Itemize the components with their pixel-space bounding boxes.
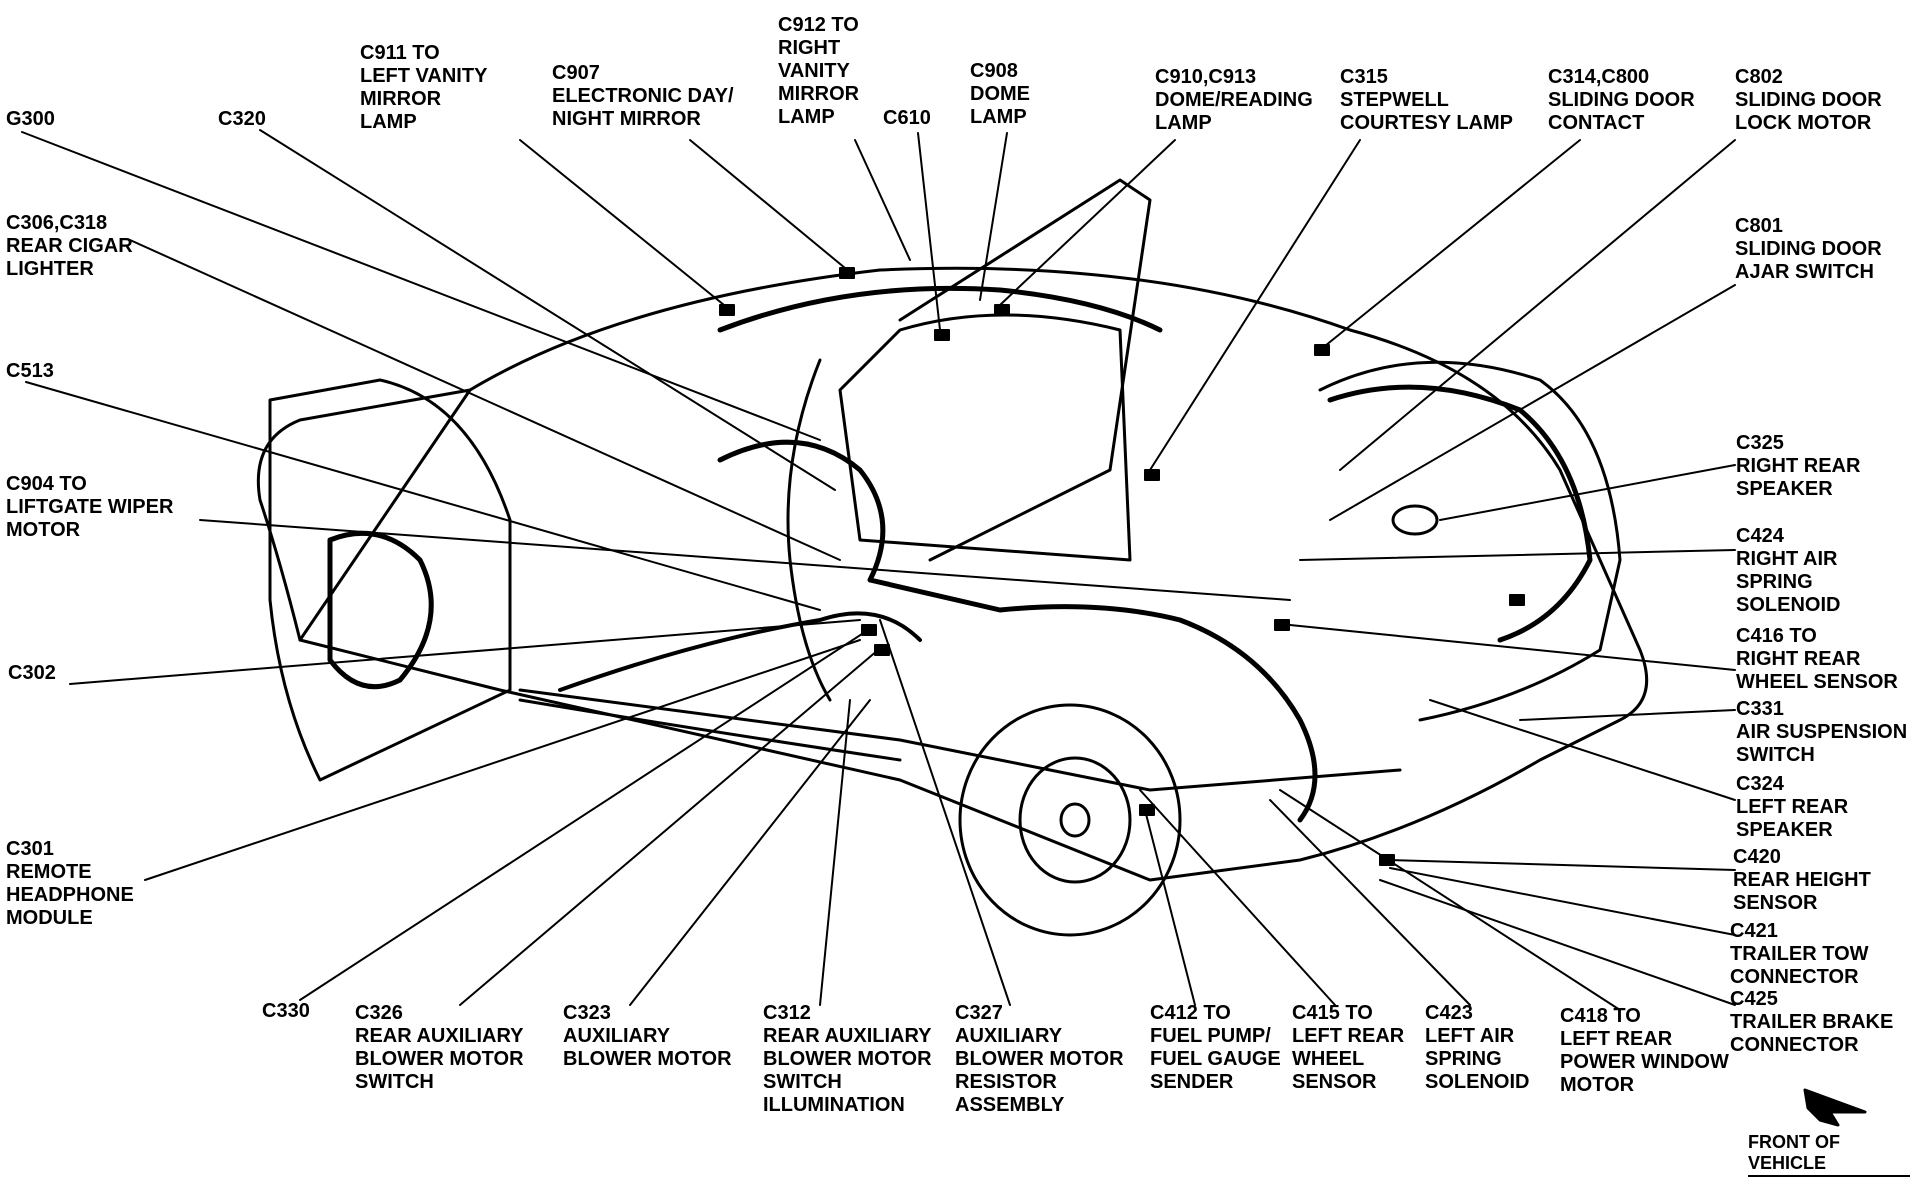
connector-c911 (719, 304, 735, 316)
leader-c423 (1269, 799, 1471, 1006)
connector-c907 (839, 267, 855, 279)
label-c320: C320 (218, 108, 266, 130)
leader-c315 (1149, 139, 1361, 471)
label-c330: C330 (262, 1000, 310, 1022)
body-lower (256, 388, 472, 642)
leader-c416 (1289, 624, 1736, 671)
leader-c910 (999, 139, 1176, 306)
label-c513: C513 (6, 360, 54, 382)
connector-c314 (1314, 344, 1330, 356)
leader-c424 (1299, 549, 1736, 561)
leader-c302 (69, 619, 861, 685)
leader-c904 (199, 519, 1291, 601)
rocker-panel (518, 698, 902, 762)
leader-c306 (129, 239, 841, 561)
leader-c907 (689, 139, 846, 269)
wire-harness-door (327, 530, 434, 690)
leader-c911 (519, 139, 725, 306)
connector-c424 (1509, 594, 1525, 606)
label-g300: G300 (6, 108, 55, 130)
leader-c330 (299, 631, 866, 1001)
sliding-door-frame (838, 313, 1132, 562)
rear-speaker (1391, 504, 1439, 536)
rear-wheel-hub (1018, 756, 1132, 884)
connector-c326 (874, 644, 890, 656)
leader-c412 (1144, 809, 1196, 1006)
label-c610: C610 (883, 107, 931, 129)
b-pillar (786, 358, 832, 702)
leader-c801 (1329, 284, 1736, 521)
rear-wheel (958, 703, 1182, 937)
wire-harness-rear (1327, 384, 1593, 643)
rear-wheel-center (1059, 802, 1091, 838)
leader-c513 (25, 381, 821, 611)
front-arrow-icon (1803, 1088, 1867, 1127)
leader-c301 (144, 639, 861, 881)
leader-c421 (1389, 867, 1736, 936)
leader-c908 (979, 132, 1008, 301)
leader-c912 (854, 139, 911, 261)
leader-c418 (1279, 789, 1621, 1011)
front-of-vehicle-label: FRONT OF VEHICLE (1748, 1132, 1910, 1177)
leader-c320 (259, 129, 836, 491)
leader-c415 (1139, 789, 1336, 1006)
leader-c312 (819, 699, 851, 1006)
floor-line (518, 688, 1402, 792)
leader-c327 (879, 619, 1011, 1006)
roof-outline (298, 266, 1649, 882)
connector-c416 (1274, 619, 1290, 631)
connector-c330 (861, 624, 877, 636)
leader-c324 (1429, 699, 1736, 801)
leader-g300 (21, 131, 821, 441)
open-dome-door (898, 178, 1152, 562)
wire-harness-main (717, 439, 1318, 823)
leader-c610 (917, 132, 941, 331)
label-c302: C302 (8, 662, 56, 684)
leader-c326 (459, 649, 879, 1006)
connector-c910 (994, 304, 1010, 316)
leader-c323 (629, 699, 871, 1006)
front-door (268, 378, 512, 782)
connector-c412 (1139, 804, 1155, 816)
leader-c314 (1319, 139, 1581, 351)
rear-liftgate (1318, 360, 1622, 722)
leader-c331 (1519, 709, 1736, 721)
leader-c425 (1379, 879, 1736, 1006)
connector-c610 (934, 329, 950, 341)
leader-c325 (1439, 464, 1736, 521)
leader-c420 (1389, 859, 1736, 871)
connector-c315 (1144, 469, 1160, 481)
leader-c802 (1339, 139, 1736, 471)
